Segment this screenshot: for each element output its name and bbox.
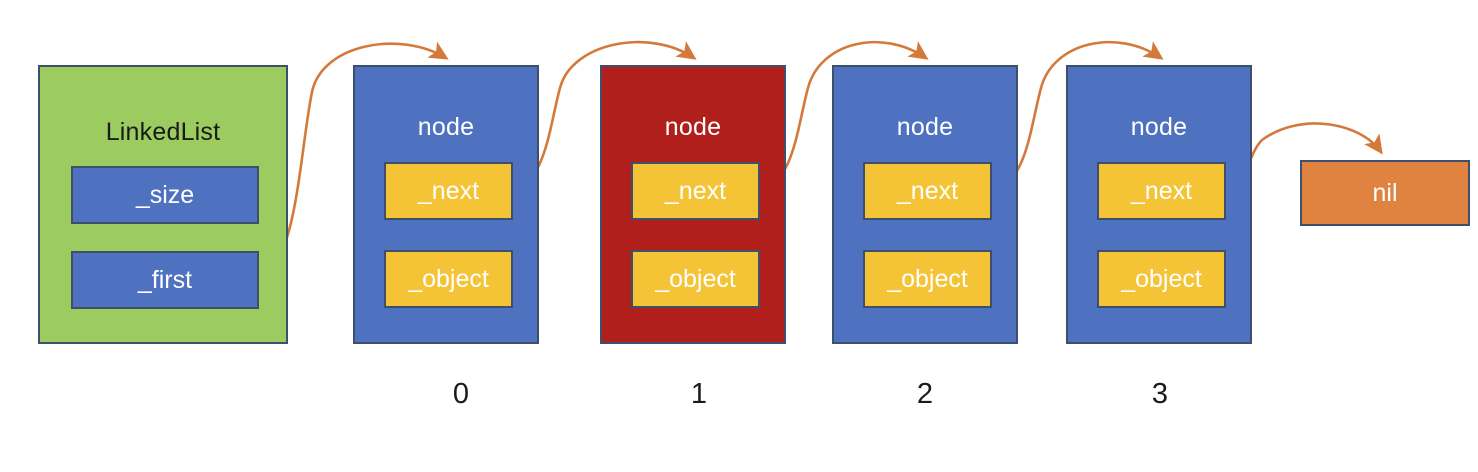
nil-box: nil [1300,160,1470,226]
index-label-0: 0 [452,378,470,410]
linkedlist-field-size: _size [71,166,259,224]
node-0-title: node [417,113,475,141]
nil-label: nil [1372,178,1398,207]
node-1-field-next: _next [631,162,760,220]
node-2-title: node [896,113,954,141]
node-1: node _next _object [600,65,786,344]
node-2: node _next _object [832,65,1018,344]
node-0: node _next _object [353,65,539,344]
linkedlist-title: LinkedList [105,118,221,146]
node-2-field-object: _object [863,250,992,308]
node-3: node _next _object [1066,65,1252,344]
index-label-2: 2 [916,378,934,410]
node-0-field-next: _next [384,162,513,220]
node-3-field-object: _object [1097,250,1226,308]
index-label-1: 1 [690,378,708,410]
node-3-field-next: _next [1097,162,1226,220]
node-1-field-object: _object [631,250,760,308]
index-label-3: 3 [1151,378,1169,410]
linkedlist-field-first: _first [71,251,259,309]
node-2-field-next: _next [863,162,992,220]
node-1-title: node [664,113,722,141]
linkedlist-box: LinkedList _size _first [38,65,288,344]
node-3-title: node [1130,113,1188,141]
node-0-field-object: _object [384,250,513,308]
